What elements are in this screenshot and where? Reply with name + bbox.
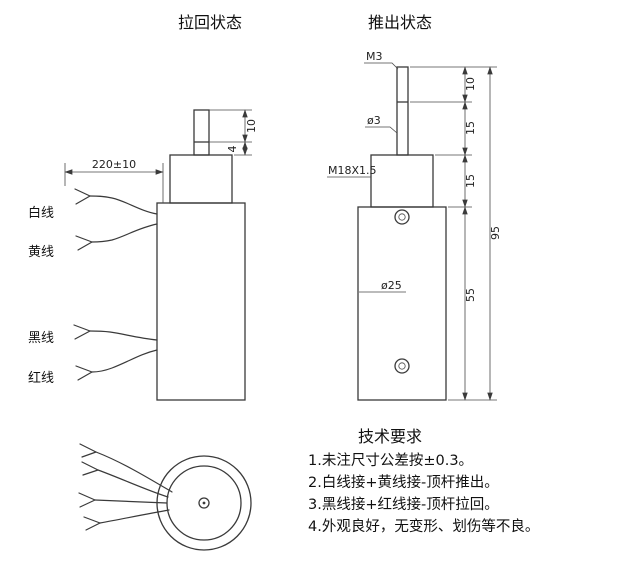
bottom-wire-3 — [78, 492, 168, 508]
dim-total-95: 95 — [487, 66, 502, 401]
wire-red: 红线 — [28, 349, 158, 386]
top-screw-hole — [394, 209, 410, 225]
mounting-nut-right — [370, 154, 434, 208]
bottom-center-dot — [202, 501, 206, 505]
label-body-diameter: ø25 — [359, 279, 406, 293]
wire-label-yellow: 黄线 — [28, 245, 54, 260]
tech-title: 技术要求 — [358, 427, 422, 446]
bottom-wire-4 — [83, 509, 170, 531]
label-rod-diameter: ø3 — [365, 114, 398, 134]
bottom-view — [78, 443, 252, 551]
bottom-wire-2 — [81, 461, 169, 498]
svg-text:10: 10 — [245, 119, 258, 133]
pushout-view: M3 ø3 M18X1.5 ø25 10 15 — [327, 50, 502, 401]
label-m3: M3 — [364, 50, 399, 70]
tech-item-4: 4.外观良好，无变形、划伤等不良。 — [308, 517, 539, 535]
dim-plunger-10: 10 — [209, 109, 258, 156]
view-title-pullback: 拉回状态 — [178, 13, 242, 32]
svg-text:ø3: ø3 — [367, 114, 381, 127]
wire-yellow: 黄线 — [28, 223, 158, 260]
svg-text:95: 95 — [489, 226, 502, 240]
bottom-screw-hole — [394, 358, 410, 374]
solenoid-body-right — [357, 206, 447, 401]
svg-text:220±10: 220±10 — [92, 158, 136, 171]
svg-text:10: 10 — [464, 77, 477, 91]
tech-item-2: 2.白线接+黄线接-顶杆推出。 — [308, 474, 499, 491]
dim-plunger-4: 4 — [226, 141, 248, 156]
solenoid-body — [156, 202, 246, 401]
wire-label-red: 红线 — [28, 370, 54, 386]
dim-wire-length: 220±10 — [64, 158, 164, 203]
svg-text:M18X1.5: M18X1.5 — [328, 164, 377, 177]
svg-text:ø25: ø25 — [381, 279, 402, 292]
tech-item-1: 1.未注尺寸公差按±0.3。 — [308, 452, 473, 469]
tech-item-3: 3.黑线接+红线接-顶杆拉回。 — [308, 496, 499, 513]
bottom-wire-1 — [79, 443, 173, 493]
svg-text:15: 15 — [464, 121, 477, 135]
dim-thread-10: 10 — [462, 66, 477, 103]
plunger-rod — [193, 109, 210, 156]
wire-white: 白线 — [28, 188, 158, 221]
bottom-center-hole — [198, 497, 210, 509]
svg-text:M3: M3 — [366, 50, 383, 63]
tech-requirements: 技术要求 1.未注尺寸公差按±0.3。 2.白线接+黄线接-顶杆推出。 3.黑线… — [308, 427, 539, 535]
svg-text:55: 55 — [464, 288, 477, 302]
wire-label-white: 白线 — [28, 205, 54, 221]
svg-text:15: 15 — [464, 174, 477, 188]
mounting-nut — [169, 154, 233, 204]
svg-text:4: 4 — [226, 146, 239, 153]
wire-label-black: 黑线 — [28, 331, 54, 346]
label-mount-thread: M18X1.5 — [327, 164, 377, 178]
pullback-view: 10 4 220±10 白线 黄线 黑线 — [28, 109, 258, 401]
dim-body-55: 55 — [462, 206, 477, 401]
dim-nut-15: 15 — [462, 154, 477, 208]
plunger-rod-extended — [396, 66, 409, 156]
wire-black: 黑线 — [28, 324, 158, 346]
view-title-pushout: 推出状态 — [368, 13, 432, 32]
dim-rod-15: 15 — [462, 101, 477, 156]
